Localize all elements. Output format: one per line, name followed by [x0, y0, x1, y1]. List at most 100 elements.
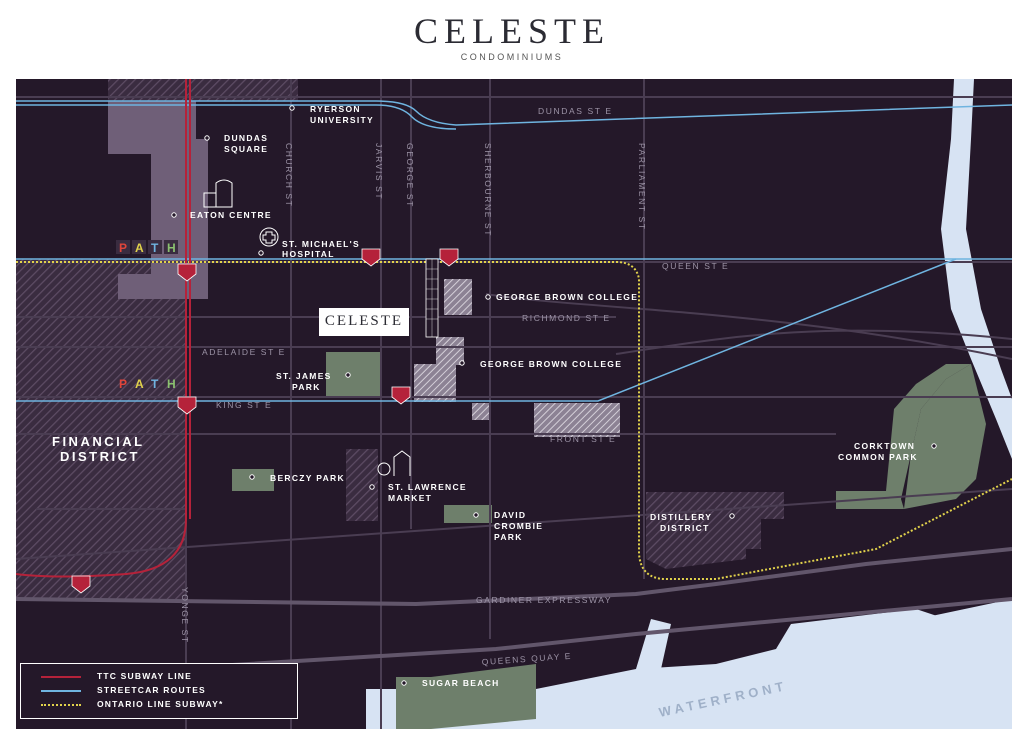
- path-letter-a: A: [135, 241, 144, 255]
- label-eaton: EATON CENTRE: [190, 210, 272, 220]
- label-st-lawrence-1: ST. LAWRENCE: [388, 482, 467, 492]
- legend-ontario-label: ONTARIO LINE SUBWAY*: [97, 699, 224, 709]
- label-sugar-beach: SUGAR BEACH: [422, 678, 500, 688]
- brand-header: CELESTE CONDOMINIUMS: [0, 0, 1024, 78]
- label-gbc-1: GEORGE BROWN COLLEGE: [496, 292, 638, 302]
- dundas-square-dot: [204, 135, 210, 141]
- st-michaels-dot: [258, 250, 264, 256]
- financial-district-area: [16, 259, 186, 599]
- road-network: [16, 79, 1012, 729]
- ontario-station-moss-park: [361, 248, 381, 267]
- street-gardiner: GARDINER EXPRESSWAY: [476, 595, 612, 605]
- label-david-1: DAVID: [494, 510, 526, 520]
- hospital-icon: [259, 227, 279, 247]
- corktown-park-lower: [904, 364, 986, 509]
- street-yonge: YONGE ST: [180, 587, 190, 644]
- streetcar-routes: [16, 100, 1012, 402]
- berczy-dot: [249, 474, 255, 480]
- george-brown-building-3: [414, 364, 456, 402]
- ttc-station-queen: [177, 263, 197, 282]
- path-letter-a: A: [135, 377, 144, 391]
- label-st-michaels-1: ST. MICHAEL'S: [282, 239, 360, 249]
- label-corktown-2: COMMON PARK: [838, 452, 918, 462]
- place-dots: [171, 105, 937, 686]
- label-distillery-2: DISTRICT: [660, 523, 710, 533]
- distillery-dot: [729, 513, 735, 519]
- label-gbc-2: GEORGE BROWN COLLEGE: [480, 359, 622, 369]
- label-dundas-sq-1: DUNDAS: [224, 133, 268, 143]
- celeste-marker: CELESTE: [319, 308, 409, 336]
- pier-2: [776, 609, 961, 649]
- don-river: [941, 79, 1012, 459]
- george-brown-building-4: [472, 403, 490, 420]
- pier-1: [636, 619, 671, 669]
- legend-ontario-swatch: [41, 704, 81, 706]
- street-jarvis: JARVIS ST: [374, 143, 384, 200]
- ttc-station-markers: [71, 248, 459, 594]
- sugar-beach-park: [396, 677, 431, 729]
- path-letter-h: H: [167, 241, 176, 255]
- eaton-shopping-bag-icon: [203, 179, 233, 208]
- street-sherbourne: SHERBOURNE ST: [483, 143, 493, 237]
- legend-streetcar-swatch: [41, 690, 81, 692]
- ttc-station-union: [71, 575, 91, 594]
- front-st-building: [534, 403, 620, 437]
- map-legend: TTC SUBWAY LINE STREETCAR ROUTES ONTARIO…: [20, 663, 298, 719]
- street-richmond: RICHMOND ST E: [522, 313, 611, 323]
- market-icon: [377, 450, 411, 476]
- corktown-dot: [931, 443, 937, 449]
- street-front: FRONT ST E: [550, 434, 616, 444]
- eaton-centre-block: [108, 101, 208, 299]
- label-st-james-1: ST. JAMES: [276, 371, 332, 381]
- legend-subway-swatch: [41, 676, 81, 678]
- label-corktown-1: CORKTOWN: [854, 441, 915, 451]
- st-james-dot: [345, 372, 351, 378]
- north-hatched-area: [108, 79, 298, 101]
- label-st-james-2: PARK: [292, 382, 321, 392]
- street-queens-quay: QUEENS QUAY E: [481, 651, 572, 667]
- george-brown-building-1: [444, 279, 472, 315]
- path-letter-t: T: [151, 377, 159, 391]
- street-george: GEORGE ST: [405, 143, 415, 208]
- label-ryerson-2: UNIVERSITY: [310, 115, 374, 125]
- path-letter-t: T: [151, 241, 159, 255]
- street-adelaide: ADELAIDE ST E: [202, 347, 286, 357]
- sugar-beach-dot: [401, 680, 407, 686]
- celeste-tower-windows: [426, 259, 438, 337]
- ttc-station-king: [177, 396, 197, 415]
- label-dundas-sq-2: SQUARE: [224, 144, 268, 154]
- david-crombie-park: [444, 505, 492, 523]
- ryerson-dot: [289, 105, 295, 111]
- st-lawrence-dot: [369, 484, 375, 490]
- sugar-beach-park-2: [431, 664, 536, 729]
- path-letter-p: P: [119, 377, 127, 391]
- gbc-2-dot: [459, 360, 465, 366]
- corktown-common-park: [836, 364, 971, 509]
- label-financial-1: FINANCIAL: [52, 434, 145, 449]
- celeste-marker-label: CELESTE: [324, 313, 404, 329]
- distillery-district-area: [646, 492, 784, 569]
- st-james-park: [326, 352, 380, 397]
- path-letter-p: P: [119, 241, 127, 255]
- major-roads: [16, 547, 1012, 671]
- street-church: CHURCH ST: [284, 143, 294, 207]
- label-st-lawrence-2: MARKET: [388, 493, 432, 503]
- legend-ontario: ONTARIO LINE SUBWAY*: [21, 698, 291, 712]
- street-parliament: PARLIAMENT ST: [637, 143, 647, 231]
- label-berczy: BERCZY PARK: [270, 473, 345, 483]
- ontario-station-queen-east: [439, 248, 459, 267]
- path-sign-south: P A T H: [119, 377, 176, 391]
- label-financial-2: DISTRICT: [60, 449, 140, 464]
- path-sign-north: P A T H: [116, 240, 178, 255]
- gbc-1-dot: [485, 294, 491, 300]
- street-king: KING ST E: [216, 400, 272, 410]
- brand-subtitle: CONDOMINIUMS: [460, 52, 564, 62]
- label-distillery-1: DISTILLERY: [650, 512, 712, 522]
- map-canvas: P A T H P A T H DUNDAS ST E QUEEN ST E R…: [16, 79, 1012, 729]
- david-crombie-dot: [473, 512, 479, 518]
- label-david-3: PARK: [494, 532, 523, 542]
- label-ryerson-1: RYERSON: [310, 104, 361, 114]
- label-david-2: CROMBIE: [494, 521, 543, 531]
- eaton-dot: [171, 212, 177, 218]
- legend-streetcar: STREETCAR ROUTES: [21, 684, 291, 698]
